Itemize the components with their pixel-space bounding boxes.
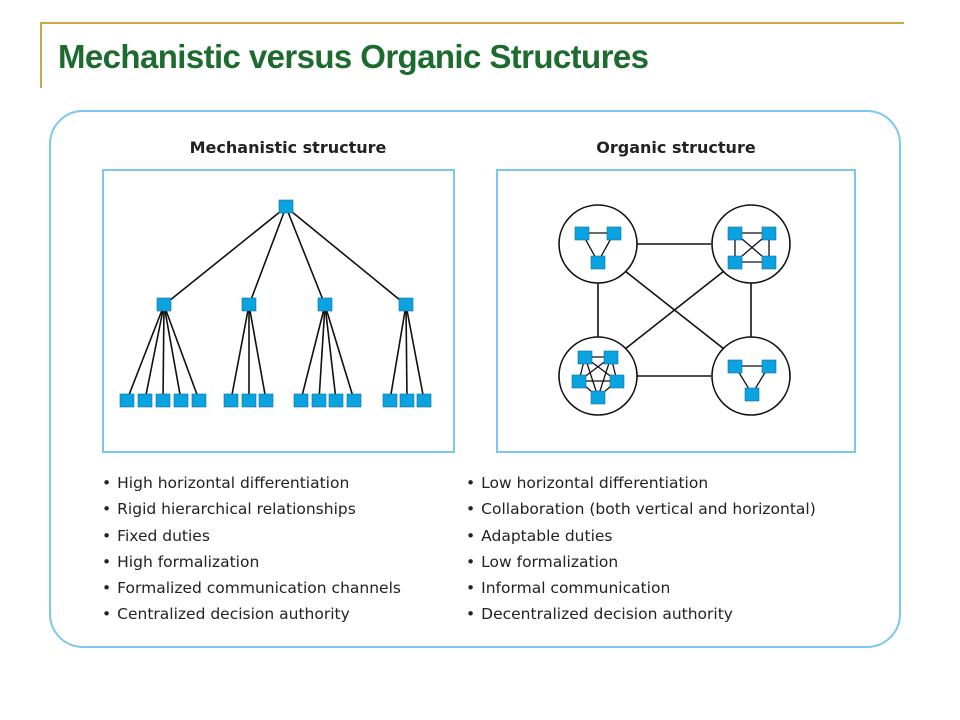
worker-node — [416, 393, 432, 408]
team-member-node — [577, 350, 593, 365]
mechanistic-nodes — [119, 199, 432, 408]
mechanistic-bullet: High formalization — [102, 549, 401, 575]
organic-connections — [597, 243, 752, 377]
figure-frame — [49, 110, 901, 648]
worker-node — [119, 393, 135, 408]
title-top-rule — [40, 22, 904, 24]
worker-node — [311, 393, 327, 408]
organic-bullet: Collaboration (both vertical and horizon… — [466, 496, 816, 522]
mechanistic-bullet: Rigid hierarchical relationships — [102, 496, 401, 522]
team-member-node — [606, 226, 622, 241]
team-member-node — [571, 374, 587, 389]
organic-bullet: Adaptable duties — [466, 523, 816, 549]
team-circle — [558, 204, 638, 284]
worker-node — [241, 393, 257, 408]
team-member-node — [761, 226, 777, 241]
team-circle — [711, 204, 791, 284]
organic-diagram-box — [496, 169, 856, 453]
worker-node — [155, 393, 171, 408]
worker-node — [223, 393, 239, 408]
mechanistic-heading: Mechanistic structure — [189, 138, 387, 157]
mechanistic-diagram-box — [102, 169, 455, 453]
organic-bullet: Low formalization — [466, 549, 816, 575]
team-member-node — [590, 255, 606, 270]
organic-bullet: Decentralized decision authority — [466, 601, 816, 627]
team-circle — [711, 336, 791, 416]
middle-manager-node — [241, 297, 257, 312]
middle-manager-node — [398, 297, 414, 312]
mechanistic-bullet: High horizontal differentiation — [102, 470, 401, 496]
mechanistic-bullet-list: High horizontal differentiation Rigid hi… — [102, 470, 401, 628]
team-member-node — [727, 226, 743, 241]
middle-manager-node — [156, 297, 172, 312]
worker-node — [328, 393, 344, 408]
worker-node — [346, 393, 362, 408]
organic-bullet-list: Low horizontal differentiation Collabora… — [466, 470, 816, 628]
team-member-node — [744, 387, 760, 402]
worker-node — [399, 393, 415, 408]
organic-bullet: Informal communication — [466, 575, 816, 601]
team-member-node — [727, 359, 743, 374]
team-member-node — [590, 390, 606, 405]
middle-manager-node — [317, 297, 333, 312]
worker-node — [173, 393, 189, 408]
worker-node — [382, 393, 398, 408]
worker-node — [137, 393, 153, 408]
team-member-node — [574, 226, 590, 241]
team-member-node — [761, 359, 777, 374]
worker-node — [191, 393, 207, 408]
organic-nodes — [571, 226, 777, 405]
team-member-node — [761, 255, 777, 270]
worker-node — [293, 393, 309, 408]
mechanistic-hierarchy — [126, 206, 425, 401]
worker-node — [258, 393, 274, 408]
organic-heading: Organic structure — [596, 138, 756, 157]
title-side-rule — [40, 22, 42, 88]
mechanistic-bullet: Fixed duties — [102, 523, 401, 549]
mechanistic-bullet: Formalized communication channels — [102, 575, 401, 601]
mechanistic-bullet: Centralized decision authority — [102, 601, 401, 627]
top-manager-node — [278, 199, 294, 214]
team-member-node — [603, 350, 619, 365]
team-member-node — [727, 255, 743, 270]
team-member-node — [609, 374, 625, 389]
slide-title: Mechanistic versus Organic Structures — [58, 38, 649, 75]
organic-bullet: Low horizontal differentiation — [466, 470, 816, 496]
